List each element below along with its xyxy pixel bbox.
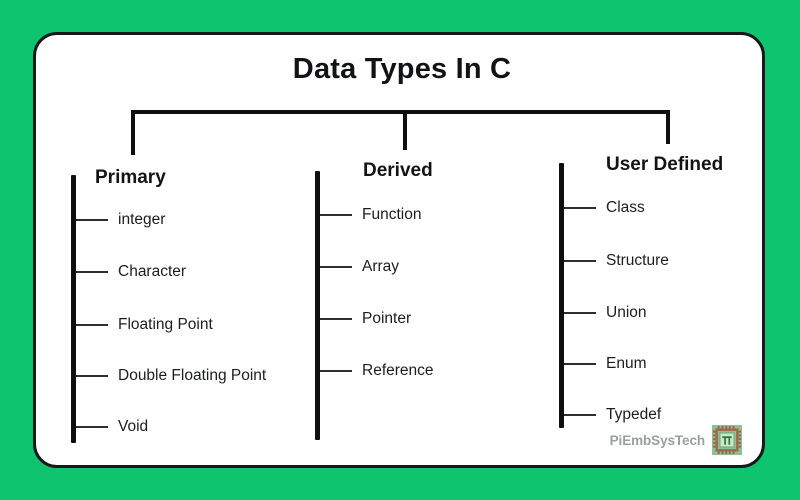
branch-spine-primary [71,175,76,443]
branch-spine-derived [315,171,320,440]
connector-drop-derived [403,110,407,150]
branch-heading-primary: Primary [95,167,166,188]
microchip-pi-icon [712,425,742,455]
diagram-card: Data Types In C Primary integer Characte… [33,32,765,468]
branch-heading-user-defined: User Defined [606,154,724,175]
leaf-tick [76,324,108,326]
leaf-tick [76,219,108,221]
list-item: Pointer [362,310,412,327]
leaf-tick [76,271,108,273]
leaf-tick [564,260,596,262]
list-item: Reference [362,362,434,379]
branch-heading-derived: Derived [363,160,433,181]
list-item: integer [118,211,166,228]
leaf-tick [564,207,596,209]
list-item: Structure [606,252,669,269]
list-item: Character [118,263,187,280]
leaf-tick [564,363,596,365]
leaf-tick [320,214,352,216]
list-item: Double Floating Point [118,367,267,384]
list-item: Union [606,304,647,321]
leaf-tick [564,414,596,416]
list-item: Enum [606,355,647,372]
leaf-tick [320,266,352,268]
brand-watermark: PiEmbSysTech [610,425,742,455]
leaf-tick [320,370,352,372]
leaf-tick [320,318,352,320]
page-title: Data Types In C [292,53,512,85]
connector-drop-primary [131,110,135,155]
brand-name: PiEmbSysTech [609,432,705,448]
connector-horizontal-bar [131,110,670,114]
leaf-tick [76,426,108,428]
list-item: Void [118,418,149,435]
list-item: Function [362,206,422,223]
list-item: Typedef [606,406,662,423]
list-item: Array [362,258,400,275]
list-item: Class [606,199,645,216]
branch-spine-user-defined [559,163,564,428]
connector-drop-user-defined [666,110,670,144]
leaf-tick [76,375,108,377]
leaf-tick [564,312,596,314]
list-item: Floating Point [118,316,213,333]
